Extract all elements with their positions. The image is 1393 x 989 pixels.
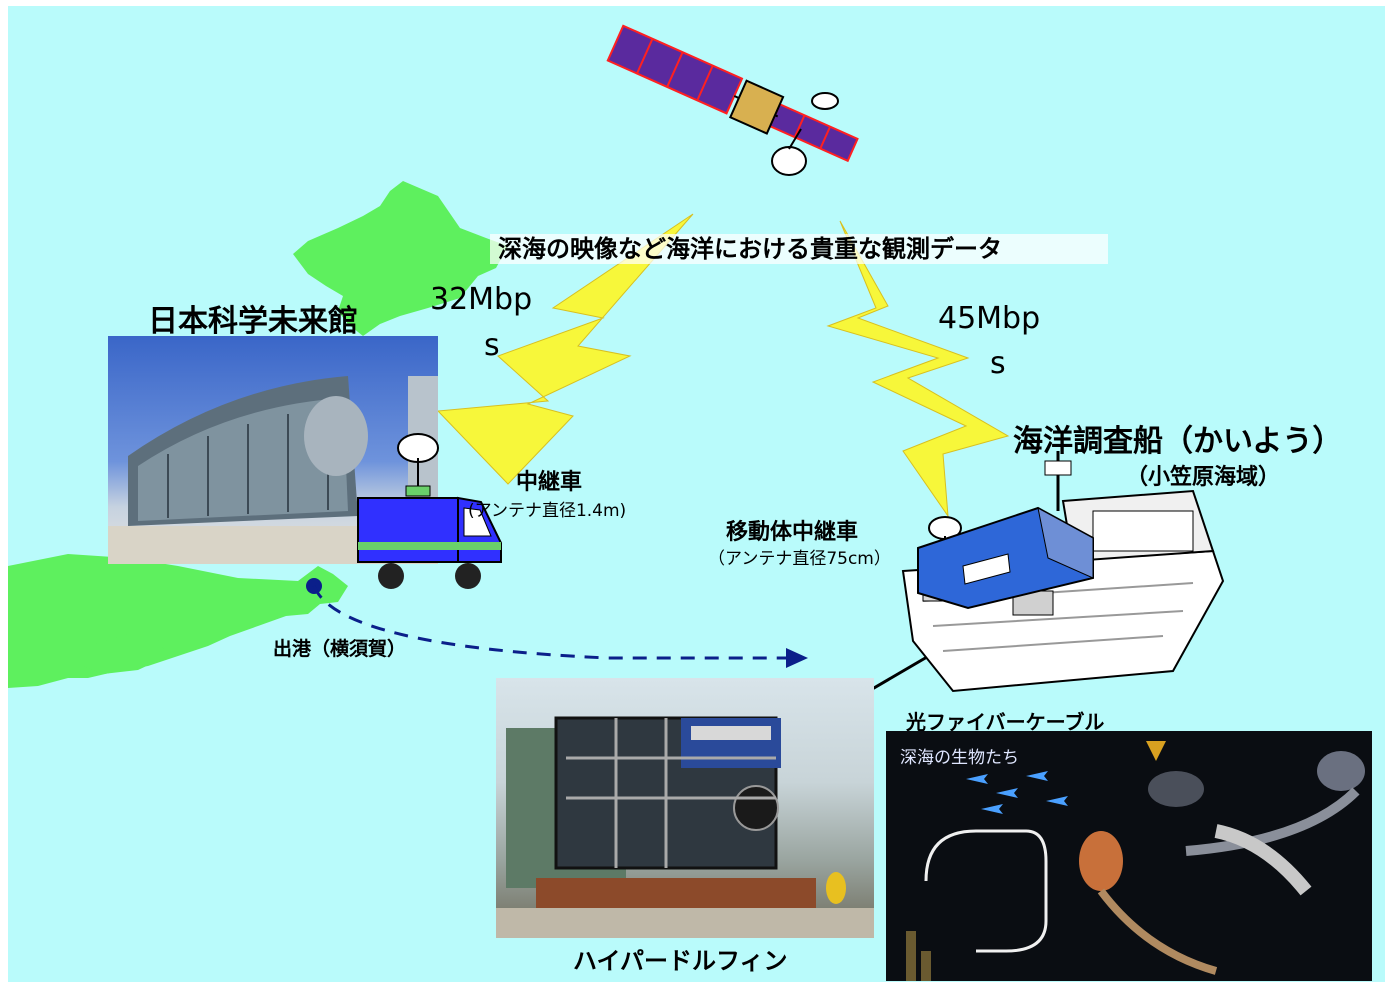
left-lightning-bolt <box>436 213 694 485</box>
relay-van-icon <box>357 433 502 589</box>
deep-sea-photo: 深海の生物たち <box>886 731 1372 981</box>
rov-illustration <box>496 716 874 938</box>
research-ship-illustration <box>901 451 1225 693</box>
cable-label: 光ファイバーケーブル <box>906 710 1105 734</box>
museum-label: 日本科学未来館 <box>148 304 358 339</box>
rov-photo <box>496 678 874 938</box>
mobile-relay-spec: （アンテナ直径75cm） <box>708 549 891 569</box>
deep-sea-creatures-illustration <box>906 741 1365 981</box>
left-rate: 32Mbp <box>430 282 533 317</box>
relay-car-spec: (アンテナ直径1.4m) <box>468 501 627 521</box>
lightning-links <box>436 213 1010 518</box>
relay-car-label: 中継車 <box>516 470 583 495</box>
route-arrowhead <box>786 648 808 668</box>
right-rate: 45Mbp <box>938 301 1041 336</box>
mobile-relay-label: 移動体中継車 <box>726 520 859 545</box>
japan-map <box>8 181 508 688</box>
deep-sea-title: 深海の生物たち <box>900 748 1019 768</box>
right-rate-suffix: s <box>990 346 1006 381</box>
satellite-icon <box>606 24 859 176</box>
mobile-relay-icon <box>917 506 1094 610</box>
departure-label: 出港（横須賀） <box>273 638 407 660</box>
rov-label: ハイパードルフィン <box>573 947 788 975</box>
ship-label: 海洋調査船（かいよう） <box>1013 424 1343 459</box>
hokkaido-landmass <box>293 181 508 336</box>
data-banner: 深海の映像など海洋における貴重な観測データ <box>490 234 1108 264</box>
right-lightning-bolt <box>826 220 1010 518</box>
ship-area-label: （小笠原海域） <box>1126 465 1281 490</box>
shikoku-landmass <box>83 634 168 674</box>
diagram-canvas: 深海の映像など海洋における貴重な観測データ 32Mbp s 45Mbp s 日本… <box>8 6 1385 982</box>
left-rate-suffix: s <box>484 328 500 363</box>
